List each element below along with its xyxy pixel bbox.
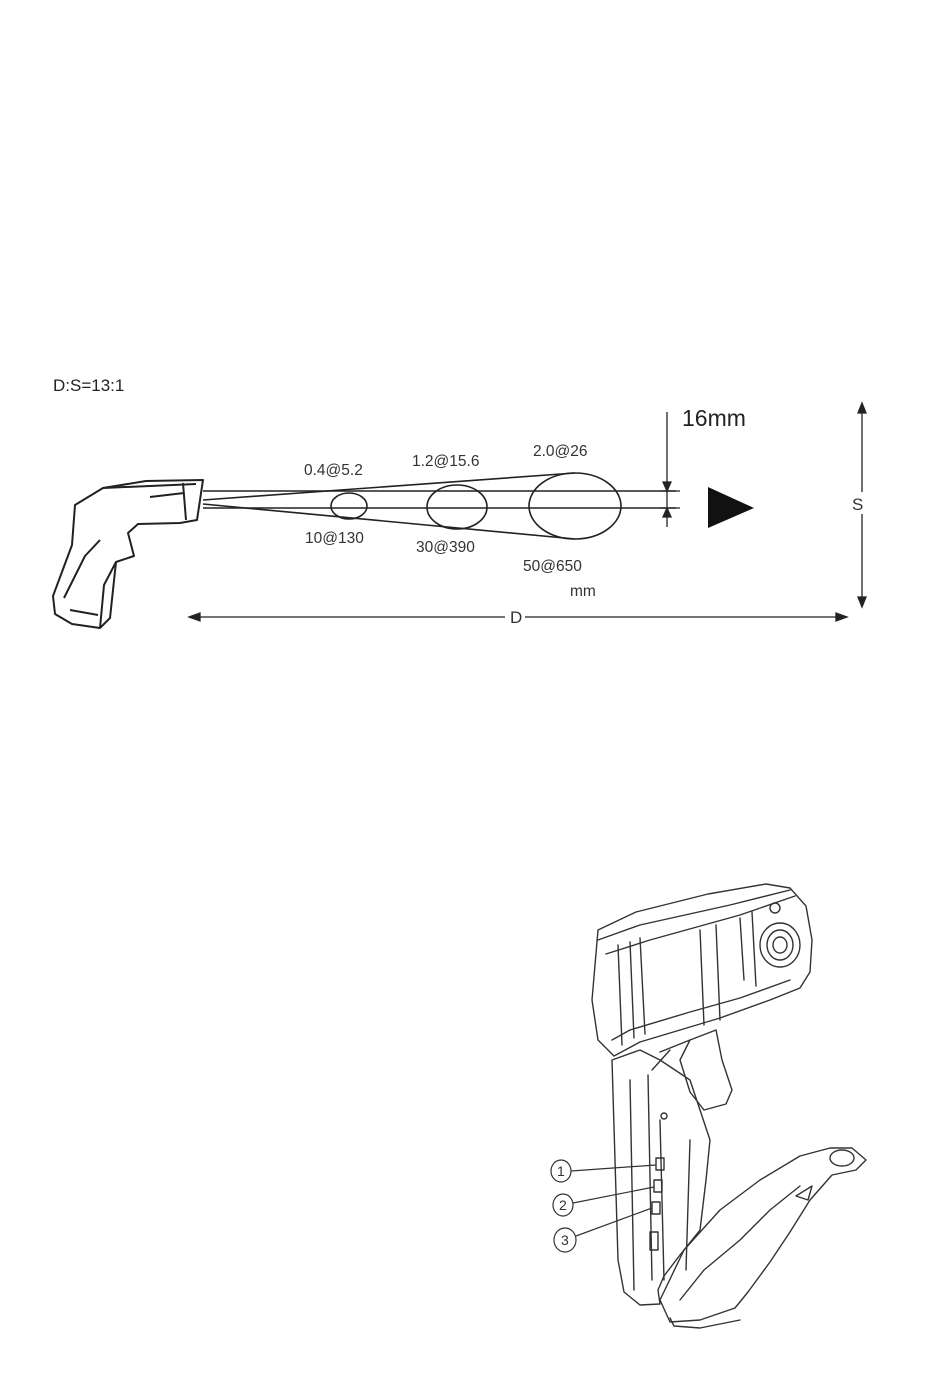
spot-label-top-1: 0.4@5.2 bbox=[304, 462, 363, 479]
callout-number-1: 1 bbox=[557, 1163, 565, 1179]
callout-line-2 bbox=[573, 1187, 654, 1203]
callout-number-2: 2 bbox=[559, 1197, 567, 1213]
s-label: S bbox=[852, 495, 863, 514]
spot-label-bottom-3: 50@650 bbox=[523, 558, 582, 575]
spot-label-top-2: 1.2@15.6 bbox=[412, 453, 479, 470]
callout-line-3 bbox=[576, 1208, 652, 1236]
fov-upper-line bbox=[203, 473, 575, 500]
spot-label-top-3: 2.0@26 bbox=[533, 443, 588, 460]
spot-label-bottom-2: 30@390 bbox=[416, 539, 475, 556]
fov-lower-line bbox=[203, 504, 575, 539]
direction-arrow bbox=[708, 487, 754, 528]
spot-ellipse-3 bbox=[529, 473, 621, 539]
spot-label-bottom-1: 10@130 bbox=[305, 530, 364, 547]
laser-spot-size: 16mm bbox=[682, 405, 746, 431]
ir-thermometer-icon bbox=[53, 480, 203, 628]
callout-line-1 bbox=[571, 1165, 656, 1171]
ir-thermometer-perspective-icon bbox=[592, 884, 866, 1328]
callout-number-3: 3 bbox=[561, 1232, 569, 1248]
spot-ellipse-1 bbox=[331, 493, 367, 519]
unit-label: mm bbox=[570, 583, 596, 600]
d-label: D bbox=[510, 608, 522, 627]
